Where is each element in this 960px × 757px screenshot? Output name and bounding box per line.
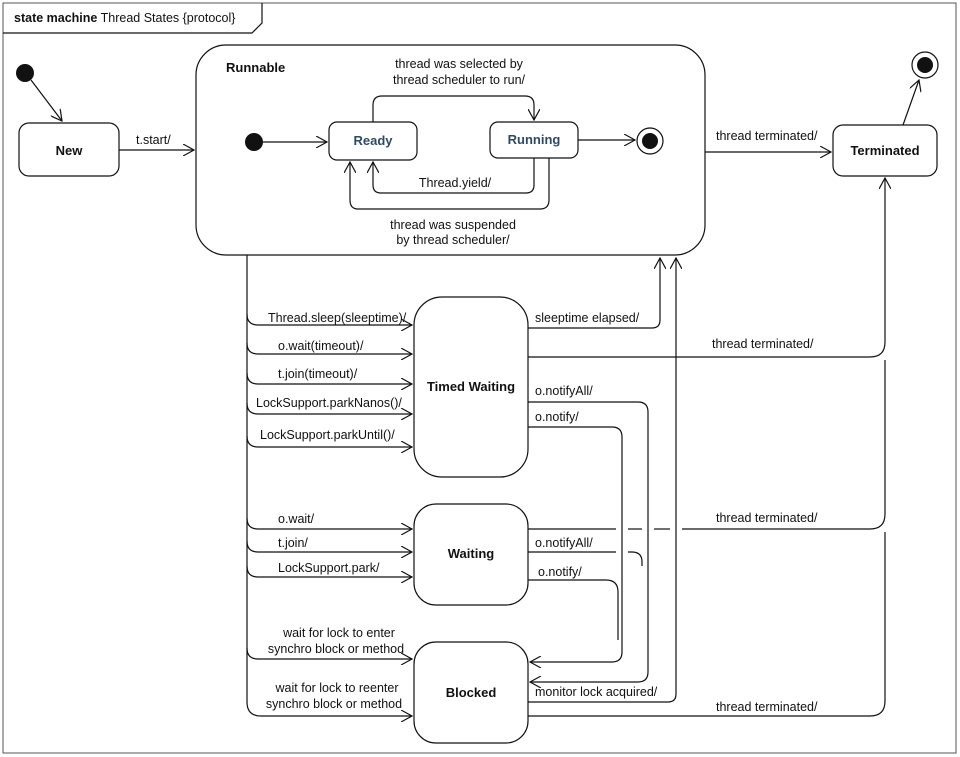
label-selected-2: thread scheduler to run/ [393, 73, 526, 87]
label-notify-all: o.notifyAll/ [535, 384, 593, 398]
label-lock-enter-1: wait for lock to enter [282, 626, 395, 640]
state-ready: Ready [328, 121, 418, 161]
label-runnable-terminated: thread terminated/ [716, 129, 818, 143]
state-new: New [18, 122, 120, 177]
frame-title: state machine Thread States {protocol} [14, 11, 235, 25]
transition-lines [30, 80, 919, 716]
runnable-final-state-core [642, 133, 658, 149]
label-waiting-terminated: thread terminated/ [716, 511, 818, 525]
state-blocked-label: Blocked [446, 685, 497, 700]
label-join-timeout: t.join(timeout)/ [278, 367, 358, 381]
frame-tab [3, 3, 263, 34]
state-running: Running [489, 121, 579, 159]
state-runnable: Runnable [195, 44, 706, 256]
state-waiting-label: Waiting [448, 546, 495, 561]
label-selected-1: thread was selected by [395, 57, 524, 71]
label-park-nanos: LockSupport.parkNanos()/ [256, 396, 402, 410]
label-notify-2: o.notify/ [538, 565, 582, 579]
label-timed-terminated: thread terminated/ [712, 337, 814, 351]
label-t-join: t.join/ [278, 536, 308, 550]
label-park-until: LockSupport.parkUntil()/ [260, 428, 395, 442]
label-wait-timeout: o.wait(timeout)/ [278, 339, 364, 353]
state-timed-waiting: Timed Waiting [413, 296, 529, 478]
runnable-initial-state [245, 133, 263, 151]
label-lock-enter-2: synchro block or method [268, 642, 404, 656]
label-notify-all-2: o.notifyAll/ [535, 536, 593, 550]
state-running-label: Running [508, 132, 561, 147]
state-runnable-label: Runnable [226, 60, 285, 75]
label-notify: o.notify/ [535, 410, 579, 424]
state-blocked: Blocked [413, 641, 529, 744]
label-t-start: t.start/ [136, 133, 171, 147]
label-lock-reenter-2: synchro block or method [266, 697, 402, 711]
state-waiting: Waiting [413, 503, 529, 606]
label-sleeptime-elapsed: sleeptime elapsed/ [535, 311, 640, 325]
state-terminated-label: Terminated [850, 143, 919, 158]
state-timed-waiting-label: Timed Waiting [427, 379, 515, 394]
state-terminated: Terminated [832, 124, 938, 177]
label-o-wait: o.wait/ [278, 512, 315, 526]
label-suspended-2: by thread scheduler/ [396, 233, 510, 247]
label-sleep: Thread.sleep(sleeptime)/ [268, 311, 407, 325]
label-yield: Thread.yield/ [419, 176, 492, 190]
label-blocked-terminated: thread terminated/ [716, 700, 818, 714]
final-state-core [917, 57, 933, 73]
label-suspended-1: thread was suspended [390, 218, 516, 232]
label-monitor-lock: monitor lock acquired/ [535, 685, 658, 699]
label-park: LockSupport.park/ [278, 561, 380, 575]
label-lock-reenter-1: wait for lock to reenter [275, 681, 399, 695]
state-new-label: New [56, 143, 84, 158]
state-ready-label: Ready [353, 133, 393, 148]
initial-state [16, 64, 34, 82]
